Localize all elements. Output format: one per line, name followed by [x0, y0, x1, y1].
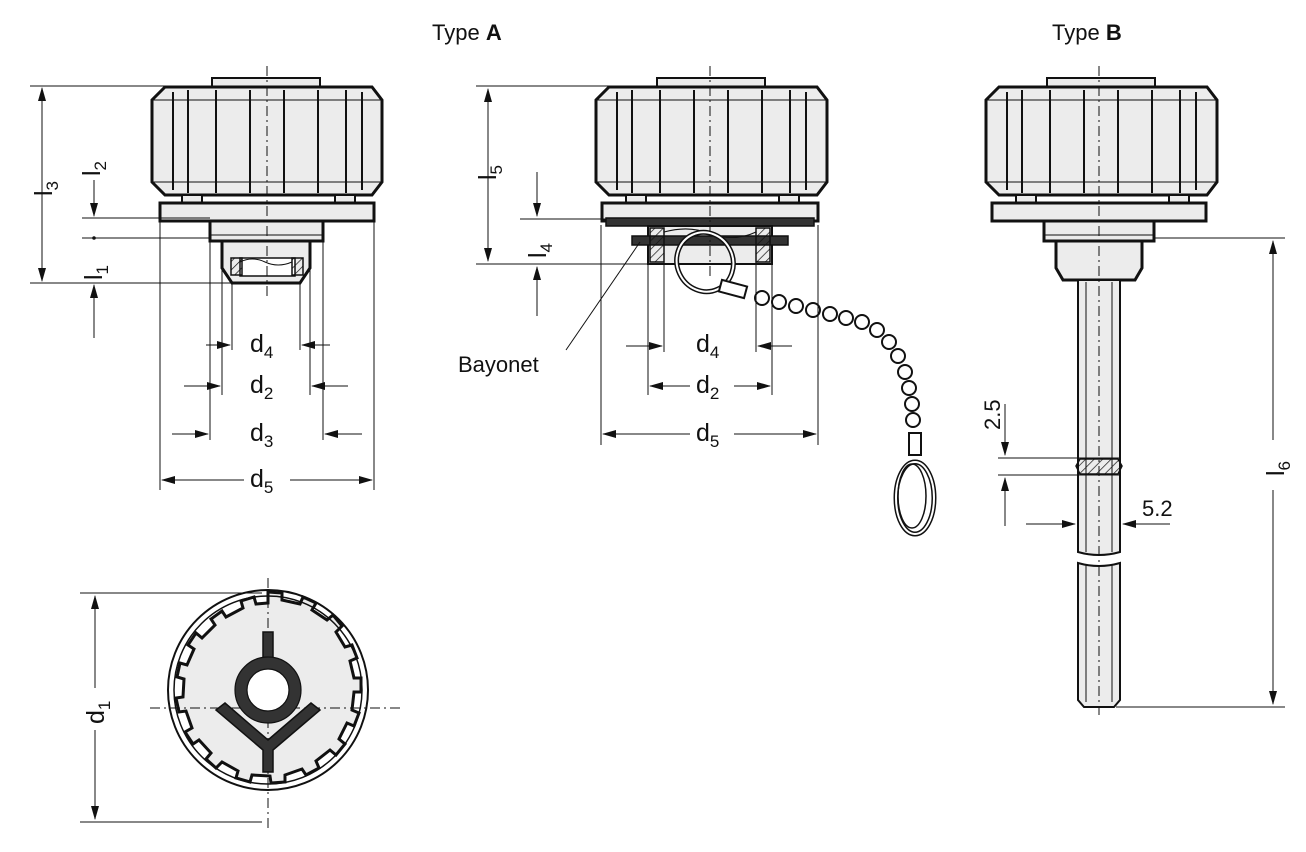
label-dip-width: 5.2 [1142, 496, 1173, 521]
label-d5-std: d5 [250, 465, 273, 497]
symbol-y-shape [214, 702, 322, 773]
label-d4-std: d4 [250, 330, 273, 362]
type-a-side-view [594, 66, 937, 537]
label-d5-a: d5 [696, 419, 719, 451]
cap-top-view [150, 578, 400, 828]
standard-cap-horizontal-dims [161, 341, 373, 484]
type-a-title: Type A [432, 20, 502, 45]
label-l6: l6 [1262, 461, 1294, 476]
dipstick-upper [1077, 279, 1121, 556]
type-a-dims [476, 85, 819, 445]
type-b-dims [998, 237, 1285, 708]
label-d1: d1 [82, 701, 114, 724]
top-view-dims [80, 592, 262, 823]
label-l1: l1 [80, 265, 112, 280]
symbol-stem-top [262, 631, 274, 661]
seal-right [291, 257, 304, 276]
label-d2-a: d2 [696, 371, 719, 403]
type-a-gasket [605, 217, 815, 227]
label-d4-a: d4 [696, 330, 719, 362]
label-l3: l3 [30, 181, 62, 196]
label-dip-flat-height: 2.5 [980, 399, 1005, 430]
ball-chain [754, 290, 921, 428]
label-l5: l5 [474, 165, 506, 180]
label-l2: l2 [78, 161, 110, 176]
type-b-side-view [984, 66, 1219, 715]
type-b-knob-ribs [986, 90, 1217, 193]
type-a-knob-body [594, 85, 829, 197]
type-b-title: Type B [1052, 20, 1122, 45]
label-bayonet: Bayonet [458, 352, 539, 377]
symbol-ring [235, 657, 301, 723]
type-b-knob-body [984, 85, 1219, 197]
standard-cap-extension-lines [30, 85, 375, 490]
type-a-knob-ribs [596, 90, 827, 193]
chain-clasp [717, 278, 749, 300]
label-d2-std: d2 [250, 371, 273, 403]
standard-cap-side-view [150, 66, 384, 296]
label-d3-std: d3 [250, 419, 273, 451]
chain-end-clasp [908, 432, 922, 456]
bayonet-leader [565, 241, 641, 351]
standard-cap-vertical-dims [38, 87, 98, 338]
label-l4: l4 [524, 243, 556, 258]
seal-left [230, 257, 243, 276]
